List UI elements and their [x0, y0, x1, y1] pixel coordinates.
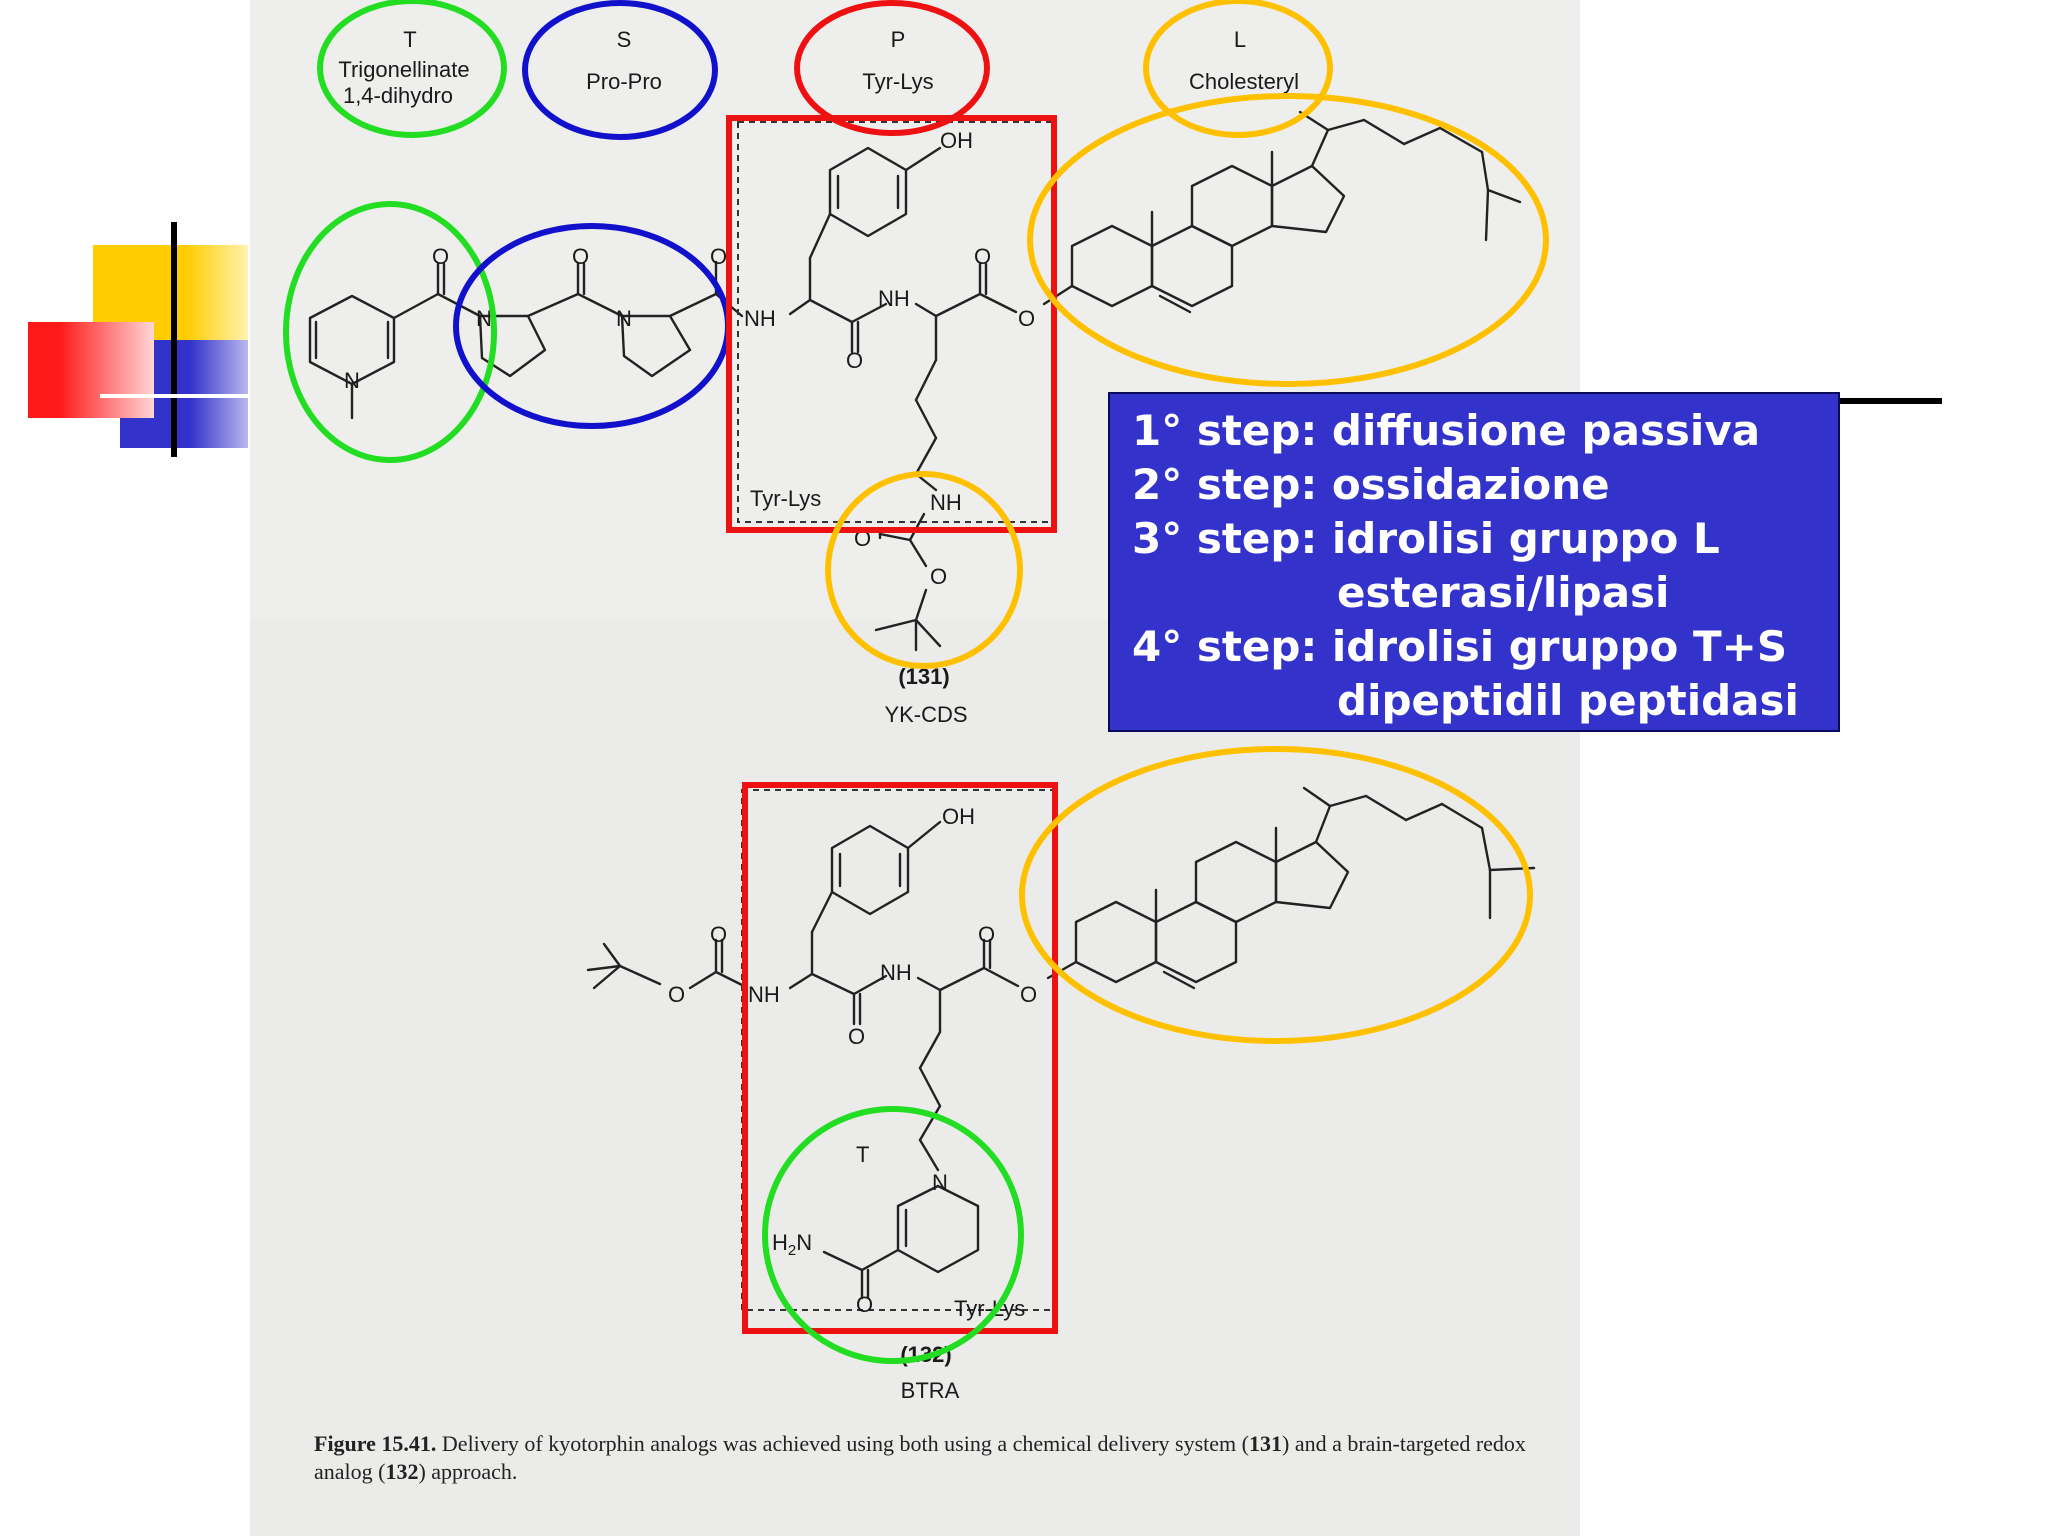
steroid-ring-D-2 [1274, 840, 1350, 910]
caption-text-2: ) and a brain-targeted redox analog ( [314, 1431, 1526, 1484]
atom-O: O [978, 922, 995, 947]
atom-OH: OH [940, 128, 973, 153]
steroid-ring-B-2 [1154, 900, 1238, 984]
caption-ref-1: 131 [1249, 1431, 1282, 1456]
label-cholesteryl: Cholesteryl [1189, 69, 1299, 94]
label-dihydro: 1,4-dihydro [343, 83, 453, 108]
compound-name-1: YK-CDS [884, 702, 967, 727]
atom-NH: NH [748, 982, 780, 1007]
atom-NH: NH [744, 306, 776, 331]
orange-circle-boc-group [825, 471, 1023, 669]
orange-ellipse-L-group-2 [1019, 746, 1533, 1044]
step-4-detail: dipeptidil peptidasi [1337, 676, 1799, 725]
deco-line-right [1838, 398, 1942, 404]
atom-O: O [846, 348, 863, 373]
scanned-page-lower [250, 620, 1580, 1536]
step-3: 3° step: idrolisi gruppo L [1132, 514, 1720, 563]
atom-O: O [856, 1292, 873, 1317]
figure-caption: Figure 15.41. Delivery of kyotorphin ana… [314, 1430, 1544, 1486]
atom-N: N [344, 368, 360, 393]
red-frame-P-group-1 [726, 115, 1057, 533]
red-frame-P-group-2 [742, 782, 1058, 1334]
steroid-ring-D-1 [1270, 164, 1346, 234]
caption-ref-2: 132 [385, 1459, 419, 1484]
atom-NH: NH [930, 490, 962, 515]
atom-N: N [932, 1170, 948, 1195]
label-trigonellinate: Trigonellinate [338, 57, 469, 82]
atom-N: N [476, 306, 492, 331]
label-L: L [1234, 27, 1246, 52]
caption-text-1: Delivery of kyotorphin analogs was achie… [436, 1431, 1249, 1456]
atom-subscript: 2 [788, 1242, 796, 1259]
atom-O: O [668, 982, 685, 1007]
deco-square-red [28, 322, 154, 418]
label-P: P [891, 27, 906, 52]
deco-line-horizontal [100, 394, 250, 398]
dihydropyridine-ring-1 [308, 294, 396, 386]
steps-callout: 1° step: diffusione passiva 2° step: oss… [1108, 392, 1840, 732]
phenol-ring-2 [830, 824, 910, 916]
caption-text-3: ) approach. [418, 1459, 518, 1484]
atom-O: O [710, 244, 727, 269]
atom-O: O [572, 244, 589, 269]
steroid-ring-C-1 [1190, 164, 1274, 248]
atom-O: O [848, 1024, 865, 1049]
atom-O: O [1020, 982, 1037, 1007]
atom-N-suffix: N [796, 1230, 812, 1255]
atom-OH: OH [942, 804, 975, 829]
atom-NH: NH [880, 960, 912, 985]
atom-O: O [974, 244, 991, 269]
step-4: 4° step: idrolisi gruppo T+S [1132, 622, 1788, 671]
dihydropyridine-ring-2 [896, 1184, 980, 1274]
atom-O: O [432, 244, 449, 269]
blue-circle-S-label [522, 0, 718, 140]
label-S: S [617, 27, 632, 52]
atom-H2N: H2N [772, 1230, 812, 1259]
green-circle-T-label [317, 0, 507, 138]
orange-circle-L-label [1143, 0, 1333, 138]
label-T-2: T [856, 1142, 869, 1167]
orange-ellipse-L-group-1 [1027, 93, 1549, 387]
compound-name-2: BTRA [901, 1378, 960, 1403]
green-circle-T-group [283, 201, 497, 463]
steroid-ring-B-1 [1150, 224, 1234, 308]
step-1: 1° step: diffusione passiva [1132, 406, 1761, 455]
green-circle-T-group-2 [762, 1106, 1024, 1364]
steroid-ring-A-2 [1074, 900, 1158, 984]
deco-line-vertical [171, 222, 177, 457]
atom-O: O [710, 922, 727, 947]
proline-ring-2 [620, 314, 692, 378]
label-T: T [403, 27, 416, 52]
atom-H: H [772, 1230, 788, 1255]
steroid-ring-C-2 [1194, 840, 1278, 924]
box-label-1: Tyr-Lys [750, 486, 821, 511]
steroid-ring-A-1 [1070, 224, 1154, 308]
step-3-detail: esterasi/lipasi [1337, 568, 1670, 617]
label-tyr-lys: Tyr-Lys [862, 69, 933, 94]
label-pro-pro: Pro-Pro [586, 69, 662, 94]
atom-N: N [616, 306, 632, 331]
proline-ring-1 [478, 314, 547, 378]
atom-NH: NH [878, 286, 910, 311]
phenol-ring-1 [828, 146, 908, 238]
atom-O: O [930, 564, 947, 589]
red-circle-P-label [794, 0, 990, 136]
atom-O: O [1018, 306, 1035, 331]
step-2: 2° step: ossidazione [1132, 460, 1610, 509]
caption-lead: Figure 15.41. [314, 1431, 437, 1456]
